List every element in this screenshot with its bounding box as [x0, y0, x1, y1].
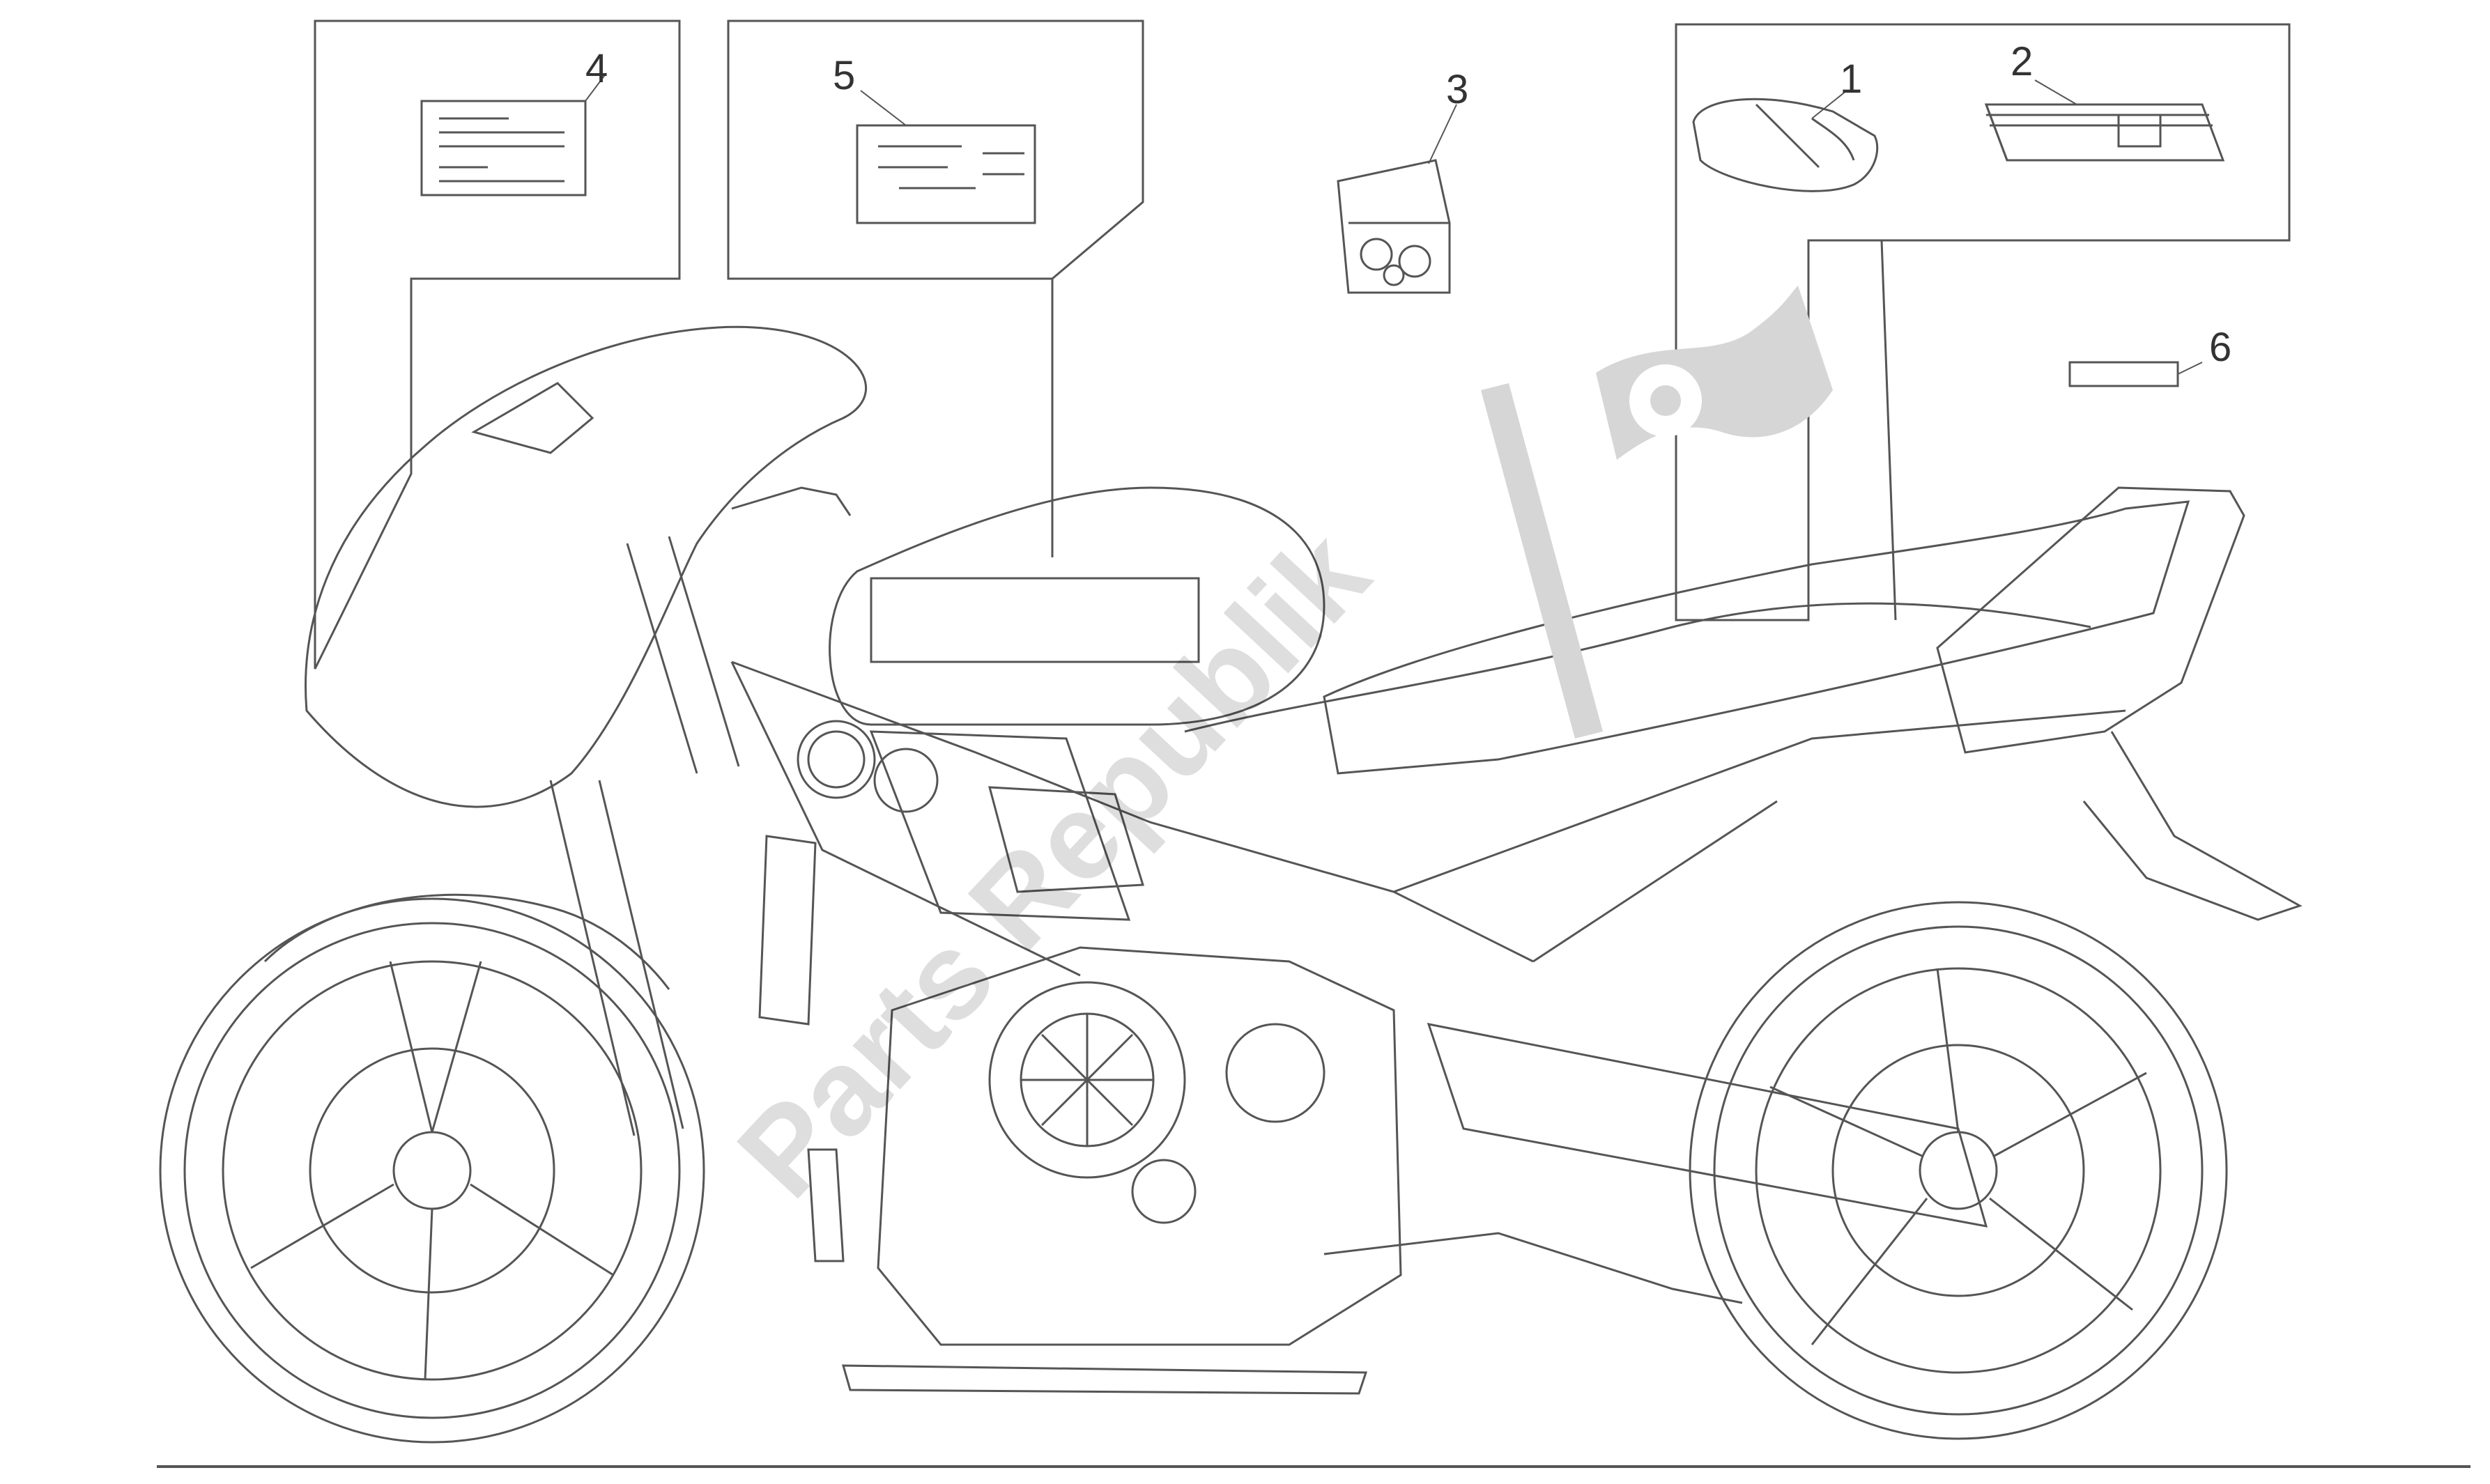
rear-hugger [2082, 731, 2303, 921]
part-5-decal [856, 124, 1036, 224]
swingarm [1427, 1023, 1988, 1228]
leader-4 [585, 72, 607, 102]
seat [1323, 500, 2190, 775]
part-4-label [420, 100, 587, 196]
group-box-5-lower [728, 277, 1054, 557]
callout-2[interactable]: 2 [2011, 39, 2034, 84]
callout-4[interactable]: 4 [585, 46, 608, 91]
rear-brake-line [1184, 602, 2091, 733]
rear-shock [758, 835, 817, 1026]
leader-6 [2177, 362, 2203, 375]
windscreen [471, 382, 594, 454]
front-fairing [305, 325, 868, 808]
engine [797, 720, 1402, 1395]
callout-3[interactable]: 3 [1446, 67, 1469, 112]
part-2-owner-manual [1984, 103, 2225, 162]
exhaust [1323, 1232, 1743, 1304]
leader-5 [860, 90, 907, 126]
group-box-1-2 [1675, 23, 2291, 621]
callout-6[interactable]: 6 [2209, 325, 2232, 370]
footpeg-front [807, 1148, 845, 1262]
leader-1-2 [1880, 240, 1897, 621]
fuel-tank [829, 486, 1325, 726]
callout-1[interactable]: 1 [1840, 56, 1863, 102]
front-fork [549, 536, 740, 1136]
part-3-tool-kit [1337, 159, 1451, 294]
part-1-document-pouch [1692, 98, 1879, 192]
watermark-logo-icon [1481, 286, 1833, 739]
leader-2 [2034, 79, 2077, 105]
front-fender [263, 893, 670, 990]
leader-3 [1428, 104, 1457, 164]
handlebar [731, 486, 852, 516]
rear-wheel [1689, 901, 2228, 1440]
tail-section [1936, 486, 2245, 754]
battery-box [870, 577, 1200, 663]
part-6-strip [2068, 361, 2179, 387]
group-box-4 [314, 20, 681, 670]
leader-1 [1811, 90, 1847, 119]
frame-spar [730, 660, 1534, 977]
subframe [1393, 709, 2126, 963]
front-wheel [159, 897, 705, 1444]
callout-5[interactable]: 5 [833, 53, 856, 98]
group-box-5 [727, 20, 1144, 280]
